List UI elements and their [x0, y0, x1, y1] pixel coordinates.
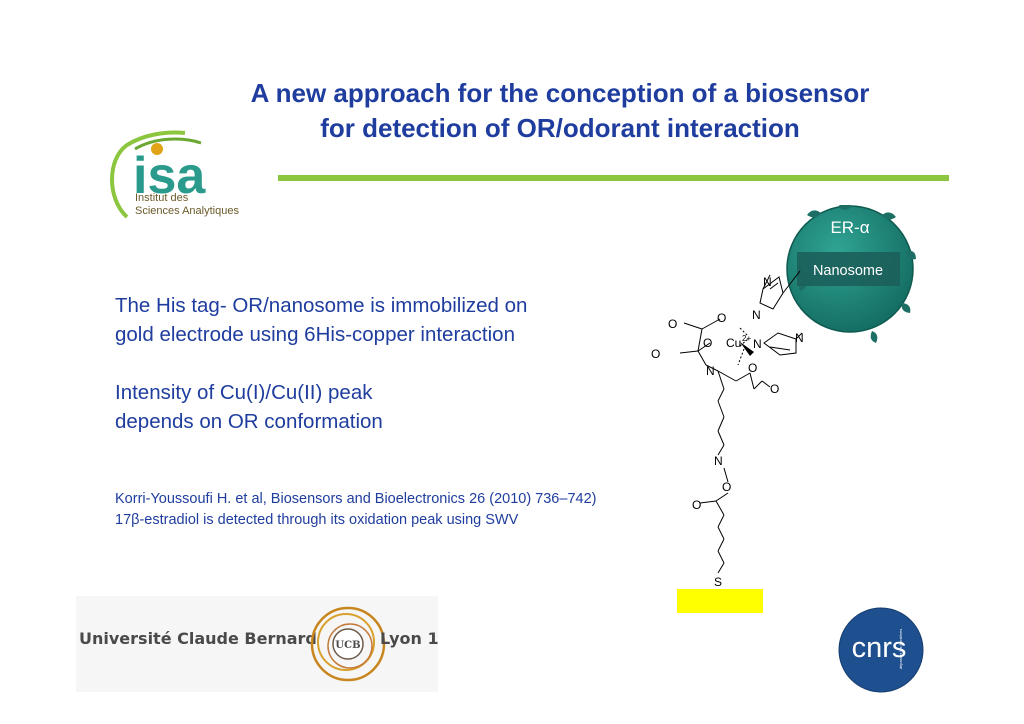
ucbl-emblem-text: UCB [335, 640, 360, 651]
ucbl-name: Université Claude Bernard [79, 629, 317, 648]
cnrs-tagline: dépasser les frontières [898, 629, 903, 669]
atom-label: O [770, 382, 779, 396]
biosensor-scheme: ER-α Nanosome [651, 205, 916, 613]
atom-label: N [795, 331, 804, 345]
nanosome-label-box [797, 252, 900, 286]
ucbl-city: Lyon 1 [380, 629, 439, 648]
atom-label: O [651, 347, 660, 361]
reference-citation: Korri-Youssoufi H. et al, Biosensors and… [115, 491, 597, 507]
paragraph-immobilization: The His tag- OR/nanosome is immobilized … [115, 291, 527, 349]
atom-label: N [763, 275, 772, 289]
wedge-bond [740, 342, 754, 356]
paragraph-line: Intensity of Cu(I)/Cu(II) peak [115, 381, 373, 404]
cnrs-mark: cnrs [852, 632, 907, 664]
ucbl-logo: Université Claude Bernard UCB Lyon 1 [76, 596, 439, 692]
copper-charge: 2+ [742, 334, 751, 343]
atom-label: N [706, 364, 715, 378]
isa-mark: isa [133, 147, 206, 205]
reference-block: Korri-Youssoufi H. et al, Biosensors and… [115, 489, 596, 531]
ucbl-emblem: UCB [310, 606, 386, 682]
atom-label: O [717, 311, 726, 325]
paragraph-line: The His tag- OR/nanosome is immobilized … [115, 294, 528, 317]
molecule-bonds [679, 270, 803, 574]
atom-label: O [722, 480, 731, 494]
paragraph-conformation: Intensity of Cu(I)/Cu(II) peak depends o… [115, 378, 383, 436]
title-line-1: A new approach for the conception of a b… [250, 78, 870, 108]
atom-label: N [752, 308, 761, 322]
slide-title: A new approach for the conception of a b… [200, 76, 920, 146]
nanosome-label: Nanosome [813, 263, 883, 279]
title-line-2: for detection of OR/odorant interaction [320, 113, 800, 143]
paragraph-line: gold electrode using 6His-copper interac… [115, 323, 515, 346]
gold-electrode [677, 589, 763, 613]
reference-note: 17β-estradiol is detected through its ox… [115, 512, 519, 528]
isa-name-line-1: Institut des [135, 192, 189, 204]
isa-name-line-2: Sciences Analytiques [135, 205, 239, 217]
atom-label: N [753, 337, 762, 351]
title-underline [278, 175, 949, 181]
receptor-label: ER-α [830, 218, 869, 237]
isa-logo: isa Institut des Sciences Analytiques [110, 130, 239, 219]
atom-label: O [703, 336, 712, 350]
atom-label: O [692, 498, 701, 512]
atom-label: O [668, 317, 677, 331]
paragraph-line: depends on OR conformation [115, 410, 383, 433]
atom-label: N [714, 454, 723, 468]
isa-dot [151, 143, 163, 155]
atom-label: O [748, 361, 757, 375]
cnrs-logo: cnrs dépasser les frontières [838, 607, 924, 693]
sulfur-atom: S [714, 575, 722, 589]
copper-atom: Cu [726, 336, 741, 350]
